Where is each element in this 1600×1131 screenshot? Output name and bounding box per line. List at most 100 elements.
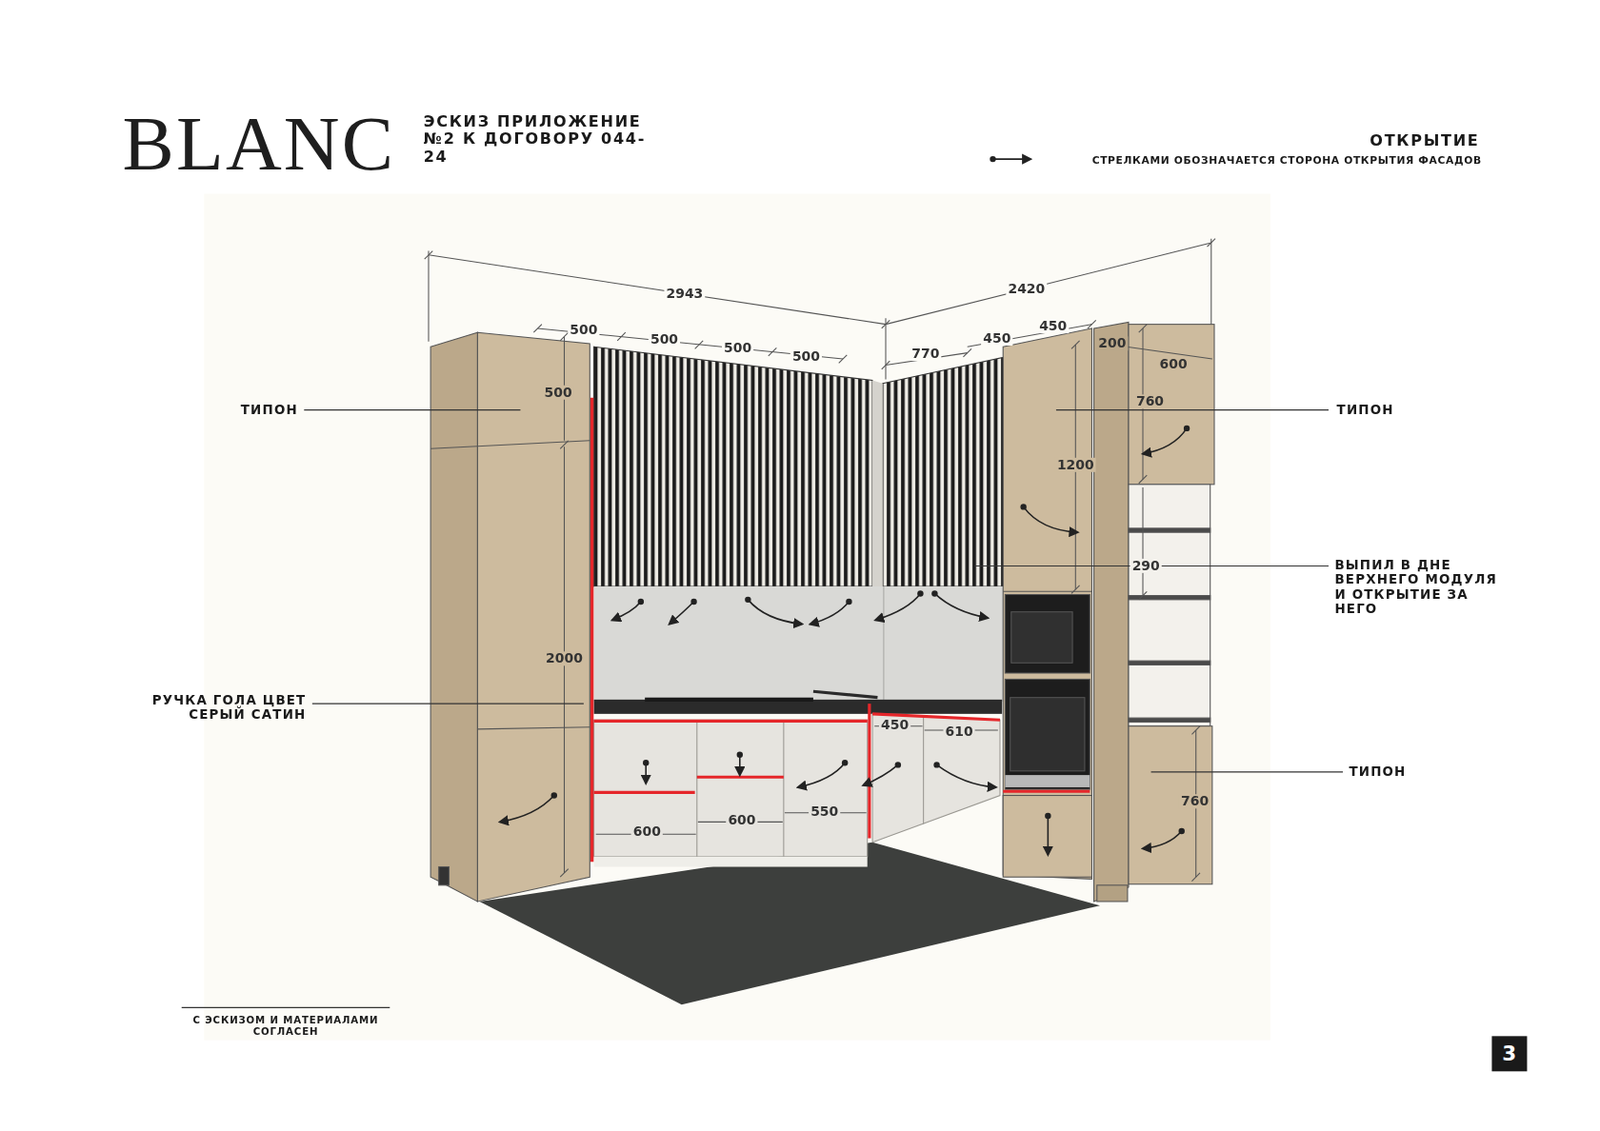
callout-label: ВЫПИЛ В ДНЕ ВЕРХНЕГО МОДУЛЯ И ОТКРЫТИЕ З… [1334,558,1506,618]
upper-cabinets [594,346,874,587]
backsplash [882,586,885,702]
dimension-lines [428,255,886,325]
appliance-column [1002,790,1090,794]
legend-arrow-sample [993,158,1032,160]
leader-lines [312,703,584,705]
upper-cabinets [872,380,883,587]
leader-lines [181,410,1343,1009]
approval-note: С ЭСКИЗОМ И МАТЕРИАЛАМИ СОГЛАСЕН [176,1014,396,1038]
countertop [813,691,879,698]
callout-label: ТИПОН [240,402,299,418]
arrow-dots [1020,503,1026,510]
dimension-value: 760 [1134,394,1166,409]
arrow-dots [737,751,743,758]
dimension-value: 500 [541,385,574,400]
appliance-column [1002,796,1092,879]
opening-arrows [747,600,802,625]
opening-arrows [810,601,850,625]
opening-arrows [875,593,920,620]
opening-arrows [644,762,647,783]
shelf-column [1094,321,1215,901]
lower-cabinets [872,714,1000,843]
lower-cabinets [591,398,1000,868]
left-tall-cabinet [430,332,590,902]
appliance-column [1004,775,1090,788]
leader-lines [181,1007,391,1009]
left-tall-cabinet [477,332,590,902]
callout-label: ТИПОН [1337,402,1395,418]
dimension-lines [1210,239,1212,325]
dimension-value: 1200 [1055,458,1097,473]
arrow-dots [931,590,938,597]
opening-arrows [934,593,988,619]
header-text: ОТКРЫТИЕ [1369,132,1480,150]
appliance-column [1004,595,1090,674]
dimension-value: 290 [1130,559,1162,574]
left-tall-cabinet [477,727,590,730]
countertop [594,691,1003,715]
opening-arrows [1142,428,1187,455]
page-number-box: 3 [1491,1036,1526,1071]
countertop [594,700,1003,715]
appliance-column [1002,328,1092,880]
dimension-value: 770 [909,346,941,361]
lower-cabinets [782,720,784,858]
dimension-value: 760 [1179,794,1211,809]
opening-arrows [862,764,898,785]
arrow-dots [933,761,940,768]
left-tall-cabinet [430,332,478,902]
opening-arrows [669,601,695,625]
dimension-value: 500 [721,341,754,357]
brand-title: BLANC [122,103,397,181]
dimension-value: 500 [648,332,680,347]
dimension-lines [424,239,1216,882]
arrow-dots [642,760,649,766]
lower-cabinets [696,720,698,858]
shelf-column [1128,718,1211,722]
arrow-dots [551,792,558,799]
left-tall-cabinet [430,440,590,450]
opening-arrows [500,428,1187,856]
lower-cabinets [590,398,595,862]
appliance-column [1004,679,1090,790]
arrow-dots [1179,828,1185,835]
arrow-dots [1044,813,1051,820]
dimension-value: 500 [790,349,822,364]
dimension-value: 600 [1157,357,1189,372]
dimension-value: 600 [631,824,663,840]
opening-arrows [937,764,997,788]
dimension-value: 610 [942,724,975,740]
dimension-value: 450 [1037,319,1069,334]
arrow-dots [1183,425,1190,432]
arrow-dots [690,599,697,605]
lower-cabinets [594,720,868,723]
appliance-column [1010,698,1085,772]
dimension-value: 2943 [663,286,705,301]
left-tall-cabinet [439,867,450,886]
dimension-lines [967,324,1093,348]
arrow-dots [895,761,901,768]
shelf-column [1128,528,1211,533]
leader-lines [1151,771,1343,773]
backsplash [594,586,1006,702]
dimension-value: 450 [980,331,1013,346]
opening-arrows [1142,831,1182,849]
opening-arrows [798,762,845,788]
arrow-dots [551,425,1191,836]
shelf-column [1097,885,1128,902]
arrow-dots [638,599,644,605]
lower-cabinets [867,703,871,839]
appliance-column [1011,612,1073,664]
opening-arrows [1047,816,1050,856]
page-number: 3 [1501,1043,1517,1064]
arrow-dots [841,760,848,766]
dimension-lines [427,251,429,342]
shelf-column [1128,660,1211,665]
appliance-column [1002,328,1092,880]
dimension-lines [1141,487,1143,597]
legend-arrow-sample [989,156,1031,162]
opening-arrows [1023,506,1079,533]
opening-arrows [500,796,555,823]
dimension-value: 200 [1096,336,1128,351]
shelf-column [1128,726,1213,885]
